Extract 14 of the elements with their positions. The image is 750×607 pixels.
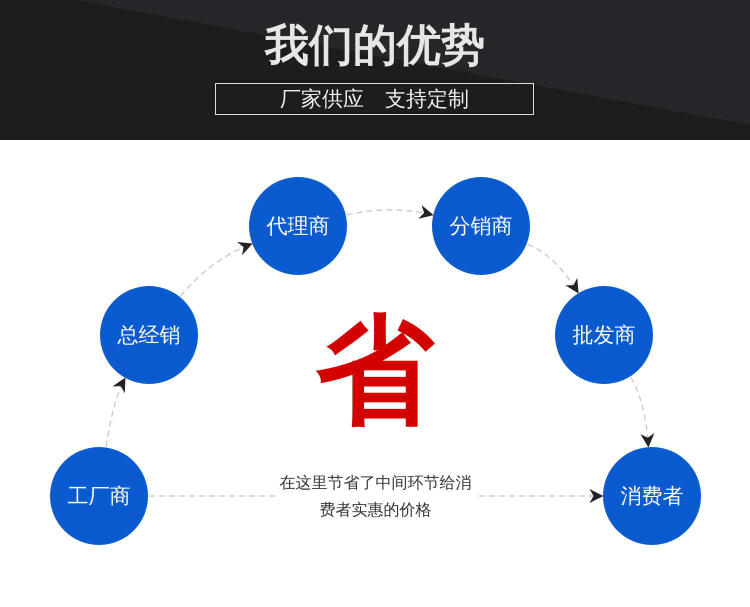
circle-node: 分销商 [432,177,530,275]
big-character: 省 [315,305,436,435]
circle-node: 代理商 [249,177,347,275]
arrow [346,205,434,219]
circle-node: 工厂商 [50,447,148,545]
arrow [527,244,579,294]
arrow [630,376,654,448]
arrow [106,378,126,447]
circle-node: 消费者 [603,447,701,545]
circle-node: 总经销 [100,286,198,384]
circle-node: 批发商 [555,286,653,384]
title: 我们的优势 [263,19,486,73]
subtitle-box: 厂家供应 支持定制 [215,83,534,115]
arrow [180,242,253,297]
